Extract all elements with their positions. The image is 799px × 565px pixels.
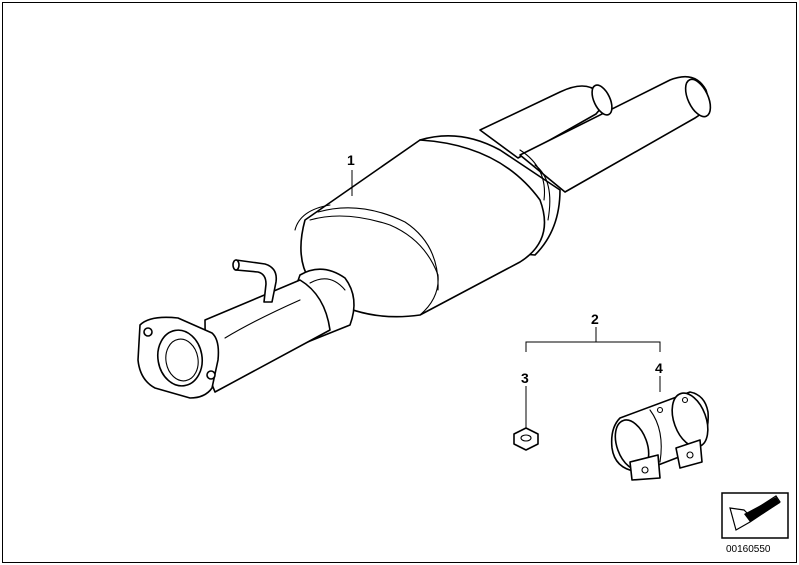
bent-arrow-icon[interactable]	[721, 492, 789, 539]
hex-nut-part[interactable]	[513, 427, 539, 451]
pipe-clamp-part[interactable]	[609, 388, 715, 481]
callout-3[interactable]: 3	[521, 370, 529, 386]
callout-1[interactable]: 1	[347, 152, 355, 168]
catalytic-converter-part[interactable]	[137, 75, 716, 399]
callout-2[interactable]: 2	[591, 311, 599, 327]
leader-bracket-2	[525, 327, 661, 352]
document-number: 00160550	[726, 544, 771, 555]
callout-4[interactable]: 4	[655, 360, 663, 376]
